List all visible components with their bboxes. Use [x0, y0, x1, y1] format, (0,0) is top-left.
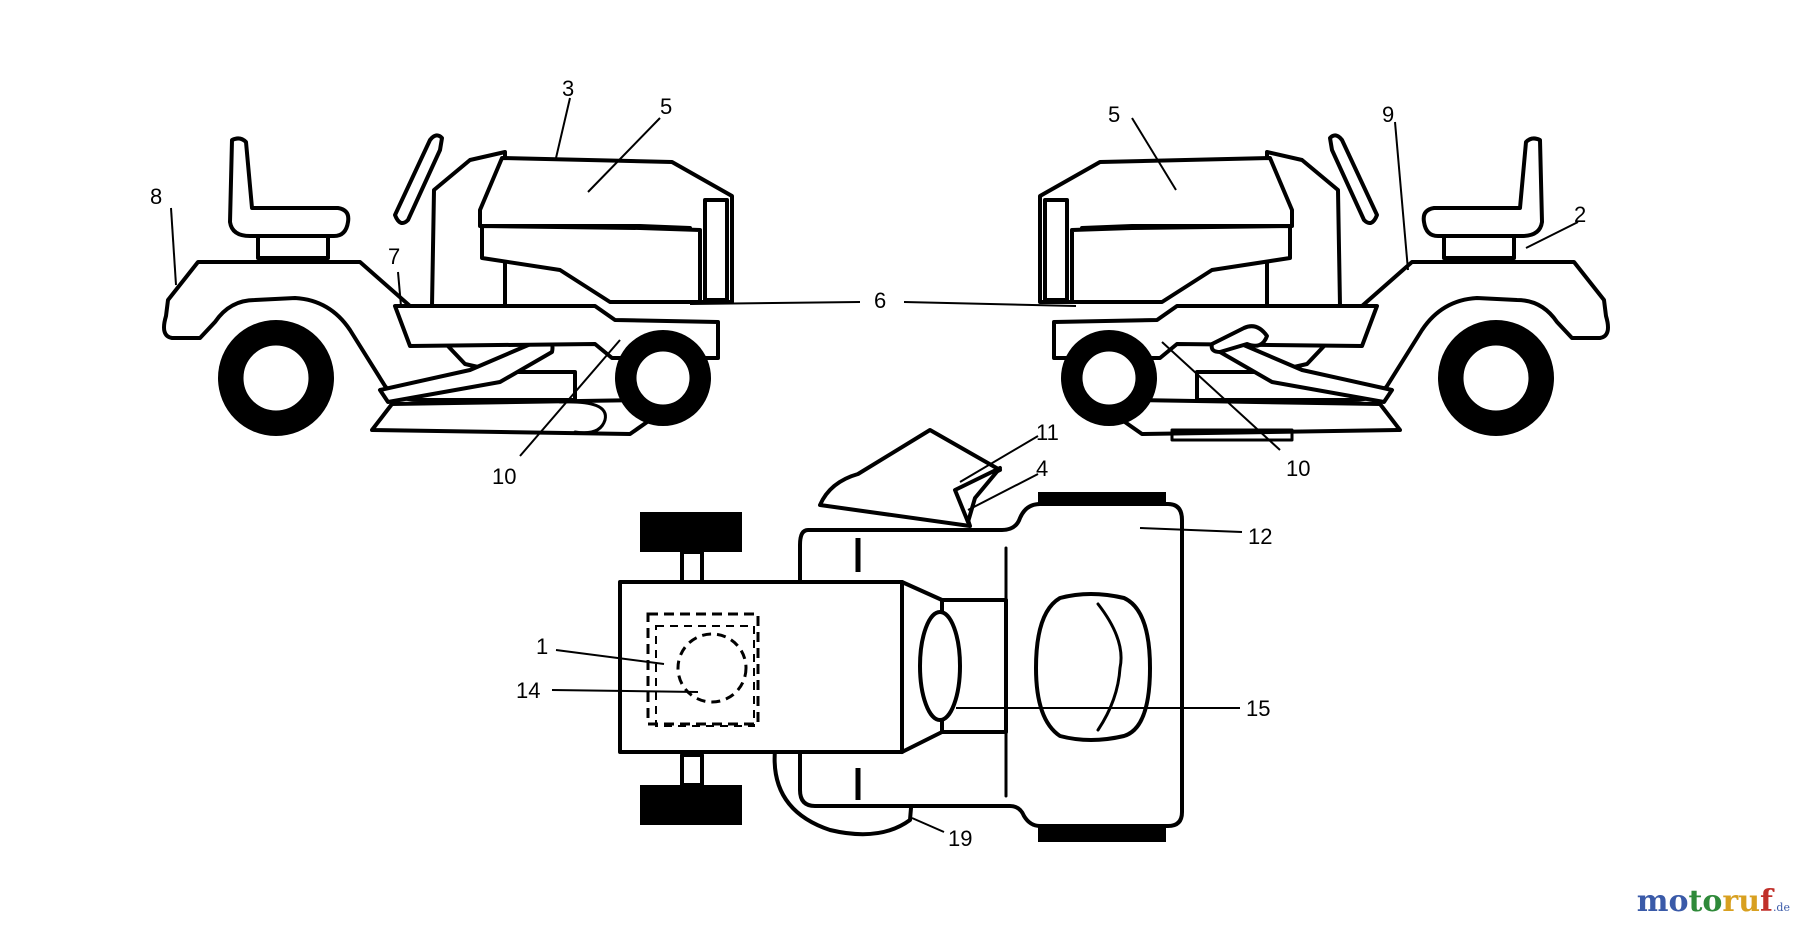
callout-5-right: 5 — [1108, 102, 1120, 127]
callout-5-left: 5 — [660, 94, 672, 119]
top-engine-inner — [655, 625, 755, 727]
watermark-part-4: f — [1760, 884, 1773, 919]
callout-14: 14 — [516, 678, 540, 703]
watermark-part-1: mo — [1636, 884, 1689, 919]
callout-6: 6 — [874, 288, 886, 313]
top-front-tire-upper — [640, 512, 742, 552]
tractor-left-side-view — [162, 133, 734, 436]
left-rear-hub — [240, 342, 312, 414]
callout-11: 11 — [1036, 420, 1059, 445]
callout-1: 1 — [536, 634, 548, 659]
top-front-axle-lower — [680, 753, 704, 787]
top-hood — [618, 580, 904, 754]
leader-lines — [170, 97, 1579, 833]
top-front-tire-lower — [640, 785, 742, 825]
tractor-right-side-view — [1038, 133, 1610, 442]
left-mower-deck — [370, 398, 654, 436]
top-seat — [1034, 592, 1152, 742]
top-steering-wheel — [918, 610, 962, 722]
left-grille — [703, 198, 729, 302]
callout-9: 9 — [1382, 102, 1394, 127]
left-seat — [228, 136, 351, 238]
watermark-suffix: .de — [1772, 901, 1790, 914]
left-rear-fender — [162, 260, 577, 402]
callout-4: 4 — [1036, 456, 1048, 481]
left-deck-chute — [558, 400, 607, 435]
tractor-top-view — [618, 428, 1184, 842]
watermark-part-2: to — [1688, 884, 1723, 919]
top-engine-outline — [646, 612, 760, 726]
left-seat-base — [256, 234, 330, 260]
callout-7: 7 — [388, 244, 400, 269]
callout-labels: 8 7 3 5 5 9 2 6 10 10 11 4 12 1 14 15 19 — [150, 76, 1586, 851]
callout-3: 3 — [562, 76, 574, 101]
callout-10-left: 10 — [492, 464, 516, 489]
top-chute-mouth — [953, 466, 1002, 524]
callout-8: 8 — [150, 184, 162, 209]
callout-19: 19 — [948, 826, 972, 851]
callout-2: 2 — [1574, 202, 1586, 227]
top-rear-tire-lower — [1038, 824, 1166, 842]
callout-12: 12 — [1248, 524, 1272, 549]
motoruf-watermark-logo: motoruf.de — [1637, 884, 1790, 919]
top-seat-back — [1096, 602, 1123, 732]
left-hood-side — [480, 224, 702, 304]
callout-15: 15 — [1246, 696, 1270, 721]
watermark-part-3: ru — [1722, 884, 1761, 919]
top-front-axle-upper — [680, 550, 704, 584]
top-air-filter-outline — [676, 632, 748, 704]
left-steering-wheel — [393, 133, 444, 226]
left-front-hub — [633, 348, 693, 408]
callout-10-right: 10 — [1286, 456, 1310, 481]
